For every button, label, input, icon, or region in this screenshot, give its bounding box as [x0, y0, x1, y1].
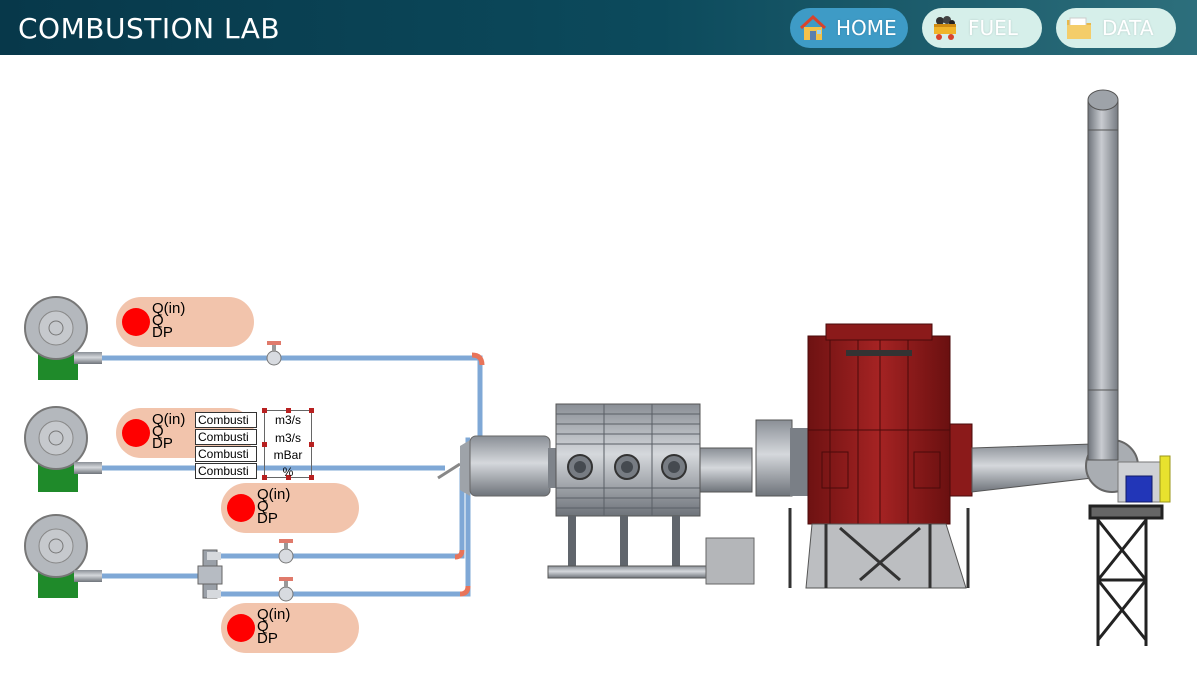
combustion-field-3[interactable]: Combusti	[195, 446, 257, 462]
data-button-label: DATA	[1102, 16, 1154, 40]
selection-frame[interactable]	[262, 408, 314, 480]
valve-icon	[278, 577, 294, 602]
app-title: COMBUSTION LAB	[18, 12, 281, 45]
flow-in-label: Q(in)	[152, 411, 186, 428]
resize-handle[interactable]	[309, 475, 314, 480]
data-button[interactable]: DATA	[1056, 8, 1176, 48]
resize-handle[interactable]	[286, 475, 291, 480]
resize-handle[interactable]	[262, 475, 267, 480]
flow-in-label: Q(in)	[257, 606, 291, 623]
unit-label: m3/s	[274, 431, 301, 445]
pressure-drop-label: DP	[152, 324, 173, 341]
stack-support-tower	[1088, 504, 1164, 646]
pressure-drop-label: DP	[257, 630, 278, 647]
blower-1-readout: Q(in) Q DP	[116, 297, 254, 347]
fuel-button[interactable]: FUEL	[922, 8, 1042, 48]
resize-handle[interactable]	[309, 442, 314, 447]
heat-exchanger	[755, 323, 973, 589]
status-indicator	[122, 419, 150, 447]
blower-fan-2	[24, 406, 102, 492]
status-indicator	[122, 308, 150, 336]
blower-3-readout: Q(in) Q DP	[221, 603, 359, 653]
home-button-label: HOME	[836, 16, 897, 40]
pressure-drop-label: DP	[257, 510, 278, 527]
flow-label: Q	[152, 312, 164, 329]
line-readout: Q(in) Q DP	[221, 483, 359, 533]
flow-in-label: Q(in)	[257, 486, 291, 503]
unit-label: mBar	[273, 448, 303, 462]
home-button[interactable]: HOME	[790, 8, 908, 48]
process-diagram	[24, 89, 1171, 646]
combustion-field-4[interactable]: Combusti	[195, 463, 257, 479]
combustion-field-1[interactable]: Combusti	[195, 412, 257, 428]
valve-icon	[278, 539, 294, 564]
exhaust-duct	[971, 443, 1093, 493]
burner-head	[437, 435, 560, 497]
house-icon	[799, 14, 827, 40]
valve-icon	[266, 341, 282, 366]
flow-label: Q	[152, 423, 164, 440]
pressure-drop-label: DP	[152, 435, 173, 452]
flow-label: Q	[257, 498, 269, 515]
status-indicator	[227, 614, 255, 642]
blower-fan-1	[24, 296, 102, 380]
fuel-button-label: FUEL	[968, 16, 1018, 40]
exhaust-stack	[1087, 89, 1119, 461]
resize-handle[interactable]	[262, 408, 267, 413]
title-bar: COMBUSTION LAB HOME FUEL DATA	[0, 0, 1197, 55]
resize-handle[interactable]	[262, 442, 267, 447]
resize-handle[interactable]	[309, 408, 314, 413]
combustion-chamber	[547, 403, 755, 585]
flow-in-label: Q(in)	[152, 300, 186, 317]
manifold-tee	[197, 549, 223, 599]
coal-cart-icon	[934, 16, 956, 40]
folder-icon	[1067, 17, 1091, 39]
resize-handle[interactable]	[286, 408, 291, 413]
unit-label: %	[282, 465, 294, 479]
unit-label: m3/s	[274, 413, 301, 427]
combustion-field-2[interactable]: Combusti	[195, 429, 257, 445]
pipe-elbows	[454, 352, 485, 597]
flow-label: Q	[257, 618, 269, 635]
status-indicator	[227, 494, 255, 522]
blower-fan-3	[24, 514, 102, 598]
